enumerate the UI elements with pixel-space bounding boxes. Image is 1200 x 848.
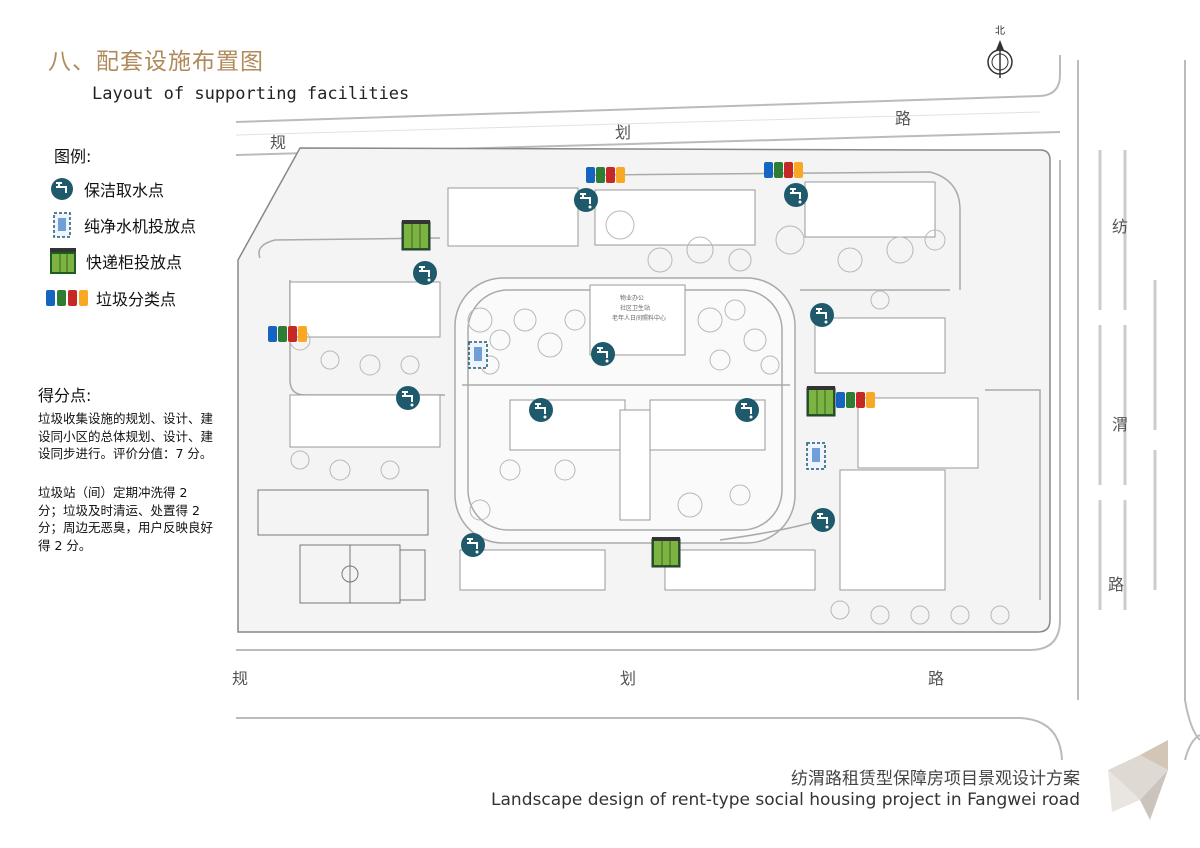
buildings [289, 181, 979, 591]
center-building-label-2: 社区卫生站 [620, 304, 650, 312]
page-title: 八、配套设施布置图 [48, 49, 264, 75]
road-right-label-3: 路 [1108, 575, 1124, 594]
road-right-label-2: 渭 [1112, 415, 1128, 434]
road-bottom-label-2: 划 [620, 669, 636, 688]
legend-item-water-tap: 保洁取水点 [50, 174, 164, 204]
parcel-locker-icon [806, 385, 836, 417]
water-tap-icon [573, 187, 599, 213]
score-title: 得分点: [38, 386, 92, 405]
road-outlines [235, 55, 1200, 761]
road-top-label-1: 规 [270, 133, 286, 152]
center-building-label-1: 物业办公 [620, 294, 644, 302]
legend-label: 垃圾分类点 [96, 290, 177, 309]
north-arrow-icon [987, 40, 1013, 78]
sports-field [257, 489, 429, 604]
water-tap-icon [809, 302, 835, 328]
parcel-locker-icon [651, 536, 681, 568]
water-tap-icon [412, 260, 438, 286]
water-tap-icon [395, 385, 421, 411]
corner-logo [1108, 740, 1168, 820]
trees [289, 210, 1010, 625]
parcel-locker-icon [50, 248, 76, 274]
road-top-label-2: 划 [615, 123, 631, 142]
road-bottom-label-1: 规 [232, 669, 248, 688]
road-bottom-label-3: 路 [928, 669, 944, 688]
north-label: 北 [995, 25, 1005, 37]
road-dashes [235, 111, 1157, 610]
water-machine-icon [468, 341, 488, 369]
water-tap-icon [783, 182, 809, 208]
water-machine-icon [53, 212, 71, 238]
road-right-label-1: 纺 [1112, 217, 1128, 236]
score-paragraph-1: 垃圾收集设施的规划、设计、建设同小区的总体规划、设计、建设同步进行。评价分值：7… [38, 411, 214, 461]
center-building-label-3: 老年人日间照料中心 [612, 314, 666, 322]
page-subtitle: Layout of supporting facilities [92, 84, 410, 104]
score-paragraph-2: 垃圾站（间）定期冲洗得 2 分；垃圾及时清运、处置得 2 分；周边无恶臭，用户反… [38, 485, 214, 553]
legend-label: 纯净水机投放点 [84, 217, 197, 236]
footer-title-en: Landscape design of rent-type social hou… [491, 790, 1080, 810]
parcel-locker-icon [401, 219, 431, 251]
footer-title-cn: 纺渭路租赁型保障房项目景观设计方案 [791, 769, 1080, 789]
water-tap-icon [528, 397, 554, 423]
sorting-bins-icon [46, 290, 88, 306]
water-tap-icon [51, 178, 73, 200]
legend-label: 快递柜投放点 [86, 253, 183, 272]
water-tap-icon [590, 341, 616, 367]
legend-title: 图例: [54, 147, 92, 166]
legend-item-parcel-locker: 快递柜投放点 [50, 246, 182, 276]
legend-item-sorting-bins: 垃圾分类点 [46, 283, 176, 313]
building-labels: 物业办公 社区卫生站 老年人日间照料中心 [612, 294, 666, 322]
water-machine-icon [806, 442, 826, 470]
water-tap-icon [810, 507, 836, 533]
legend-item-water-machine: 纯净水机投放点 [50, 210, 196, 240]
legend-label: 保洁取水点 [84, 181, 165, 200]
road-top-label-3: 路 [895, 109, 911, 128]
water-tap-icon [734, 397, 760, 423]
water-tap-icon [460, 532, 486, 558]
